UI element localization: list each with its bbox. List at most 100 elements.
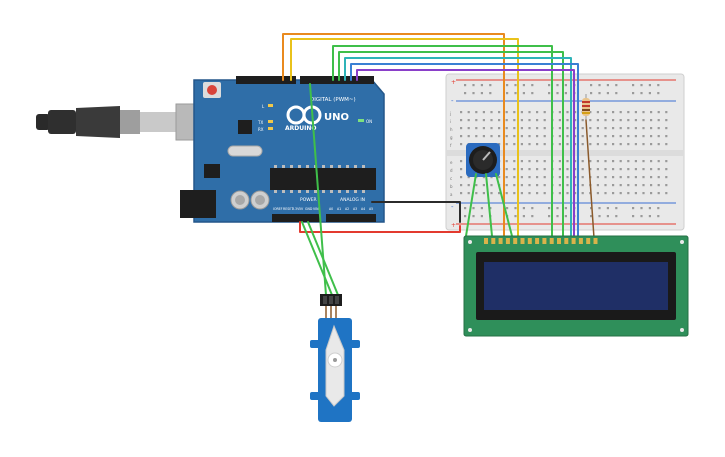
breadboard-hole	[634, 192, 637, 195]
breadboard-hole	[619, 135, 622, 138]
wire-orange[interactable]	[282, 33, 505, 239]
breadboard-hole	[548, 215, 551, 218]
breadboard-hole	[482, 111, 485, 114]
breadboard-hole	[642, 176, 645, 179]
breadboard-hole	[460, 127, 463, 130]
breadboard-hole	[596, 160, 599, 163]
breadboard-hole	[596, 176, 599, 179]
breadboard-hole	[543, 135, 546, 138]
breadboard-hole	[657, 168, 660, 171]
breadboard-hole	[489, 92, 492, 95]
breadboard-hole	[604, 160, 607, 163]
breadboard-hole	[650, 192, 653, 195]
breadboard-hole	[574, 176, 577, 179]
led-tx-label: TX	[257, 120, 263, 125]
breadboard-hole	[505, 127, 508, 130]
breadboard-hole	[598, 92, 601, 95]
breadboard-hole	[650, 176, 653, 179]
breadboard-hole	[513, 184, 516, 187]
breadboard-hole	[650, 119, 653, 122]
wire-teal[interactable]	[344, 57, 572, 239]
wire-green-pot-2[interactable]	[485, 173, 493, 237]
servo-motor[interactable]	[310, 294, 360, 422]
potentiometer[interactable]	[466, 143, 500, 177]
breadboard-hole	[543, 127, 546, 130]
pin-a3: A3	[353, 207, 357, 211]
breadboard-hole	[596, 111, 599, 114]
breadboard-hole	[650, 160, 653, 163]
lcd-pin	[484, 238, 488, 244]
wire-purple[interactable]	[356, 69, 575, 239]
breadboard-hole	[536, 111, 539, 114]
breadboard-hole	[528, 135, 531, 138]
breadboard-hole	[513, 176, 516, 179]
breadboard-hole	[615, 207, 618, 210]
breadboard-hole	[558, 143, 561, 146]
breadboard[interactable]: + - - + j i h g f e d c b a	[445, 73, 685, 231]
breadboard-hole	[581, 192, 584, 195]
breadboard-hole	[619, 111, 622, 114]
breadboard-hole	[665, 143, 668, 146]
wire-green-pot-3[interactable]	[495, 173, 513, 237]
breadboard-hole	[574, 135, 577, 138]
breadboard-hole	[464, 84, 467, 87]
breadboard-hole	[627, 160, 630, 163]
breadboard-hole	[589, 143, 592, 146]
wire-green-pot-1[interactable]	[465, 173, 477, 237]
lcd-pin	[498, 238, 503, 244]
rail-minus-label-bottom: -	[451, 203, 454, 211]
breadboard-hole	[490, 119, 493, 122]
potentiometer-knob-indicator	[482, 151, 491, 161]
pin-ioref: IOREF	[273, 207, 283, 211]
breadboard-hole	[627, 111, 630, 114]
breadboard-hole	[566, 192, 569, 195]
breadboard-hole	[657, 92, 660, 95]
breadboard-hole	[589, 135, 592, 138]
breadboard-hole	[627, 184, 630, 187]
breadboard-hole	[581, 160, 584, 163]
wire-green-d4[interactable]	[332, 45, 553, 239]
wire-green-d3[interactable]	[338, 51, 564, 239]
breadboard-hole	[531, 207, 534, 210]
wire-black-gnd[interactable]	[371, 201, 461, 223]
wire-red-5v[interactable]	[299, 221, 461, 233]
wire-green-servo-gnd[interactable]	[307, 221, 339, 296]
breadboard-hole	[513, 168, 516, 171]
breadboard-hole	[558, 135, 561, 138]
breadboard-hole	[460, 143, 463, 146]
arduino-uno-board[interactable]: DIGITAL (PWM~) ARDUINO UNO L TX RX ON	[180, 76, 385, 223]
breadboard-hole	[642, 127, 645, 130]
breadboard-hole	[505, 143, 508, 146]
breadboard-hole	[657, 176, 660, 179]
breadboard-hole	[505, 184, 508, 187]
breadboard-hole	[467, 184, 470, 187]
breadboard-hole	[558, 176, 561, 179]
breadboard-hole	[650, 184, 653, 187]
breadboard-hole	[634, 176, 637, 179]
wire-brown[interactable]	[585, 119, 595, 239]
breadboard-hole	[514, 84, 517, 87]
breadboard-hole	[472, 215, 475, 218]
breadboard-hole	[606, 207, 609, 210]
breadboard-hole	[604, 143, 607, 146]
breadboard-hole	[619, 192, 622, 195]
breadboard-hole	[536, 135, 539, 138]
breadboard-hole	[632, 207, 635, 210]
breadboard-hole	[475, 127, 478, 130]
breadboard-hole	[665, 135, 668, 138]
breadboard-hole	[612, 119, 615, 122]
breadboard-hole	[528, 192, 531, 195]
breadboard-hole	[665, 168, 668, 171]
breadboard-hole	[574, 111, 577, 114]
breadboard-hole	[581, 135, 584, 138]
breadboard-hole	[574, 160, 577, 163]
wire-green-servo-power[interactable]	[301, 221, 333, 296]
crystal	[227, 145, 263, 157]
breadboard-hole	[596, 143, 599, 146]
breadboard-hole	[590, 92, 593, 95]
breadboard-hole	[615, 92, 618, 95]
resistor[interactable]	[582, 94, 590, 122]
wire-yellow[interactable]	[290, 38, 519, 239]
lcd-16x2[interactable]	[463, 235, 689, 337]
wire-blue[interactable]	[350, 63, 579, 239]
